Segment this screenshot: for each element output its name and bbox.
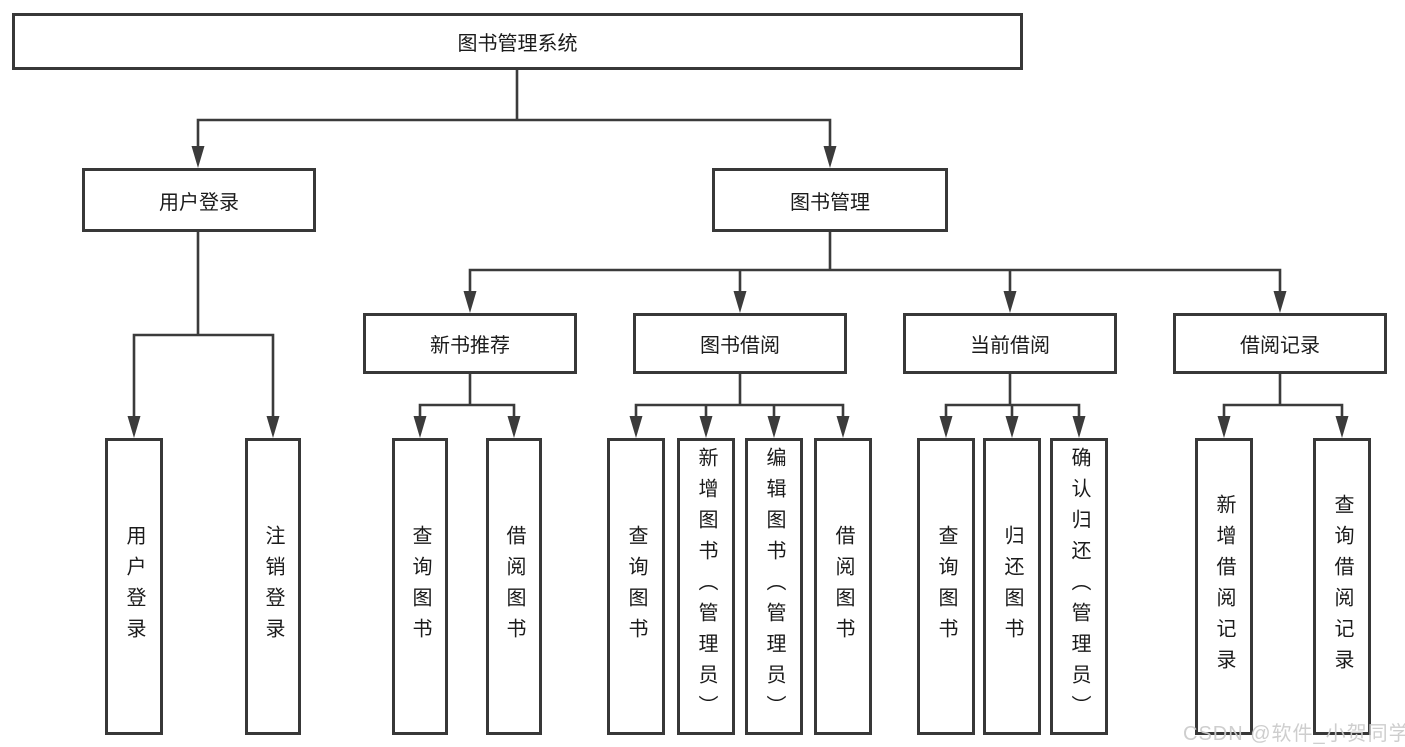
leaf-current-query-books: 查询图书 bbox=[917, 438, 975, 735]
leaf-borrow-query-books: 查询图书 bbox=[607, 438, 665, 735]
node-book-management: 图书管理 bbox=[712, 168, 948, 232]
csdn-watermark: CSDN @软件_小贺同学 bbox=[1183, 723, 1405, 745]
connector-root-to-level2 bbox=[196, 68, 832, 152]
connector-new-book-recommend-to-leaves bbox=[418, 372, 516, 422]
node-current-borrow: 当前借阅 bbox=[903, 313, 1117, 374]
node-new-book-recommend: 新书推荐 bbox=[363, 313, 577, 374]
leaf-records-query-record: 查询借阅记录 bbox=[1313, 438, 1371, 735]
connector-user-login-to-leaves bbox=[132, 230, 275, 422]
connector-borrow-records-to-leaves bbox=[1222, 372, 1344, 422]
leaf-current-confirm-return-admin: 确认归还（管理员） bbox=[1050, 438, 1108, 735]
connector-current-borrow-to-leaves bbox=[944, 372, 1081, 422]
leaf-recommend-query-books: 查询图书 bbox=[392, 438, 448, 735]
leaf-borrow-add-books-admin: 新增图书（管理员） bbox=[677, 438, 735, 735]
node-user-login: 用户登录 bbox=[82, 168, 316, 232]
node-book-borrow: 图书借阅 bbox=[633, 313, 847, 374]
arrowheads bbox=[127, 146, 1349, 438]
leaf-borrow-borrow-books: 借阅图书 bbox=[814, 438, 872, 735]
leaf-borrow-edit-books-admin: 编辑图书（管理员） bbox=[745, 438, 803, 735]
connector-book-borrow-to-leaves bbox=[634, 372, 845, 422]
node-root-library-system: 图书管理系统 bbox=[12, 13, 1023, 70]
leaf-current-return-books: 归还图书 bbox=[983, 438, 1041, 735]
leaf-recommend-borrow-books: 借阅图书 bbox=[486, 438, 542, 735]
connector-book-management-to-level3 bbox=[468, 230, 1282, 297]
leaf-logout: 注销登录 bbox=[245, 438, 301, 735]
leaf-user-login: 用户登录 bbox=[105, 438, 163, 735]
node-borrow-records: 借阅记录 bbox=[1173, 313, 1387, 374]
leaf-records-add-record: 新增借阅记录 bbox=[1195, 438, 1253, 735]
